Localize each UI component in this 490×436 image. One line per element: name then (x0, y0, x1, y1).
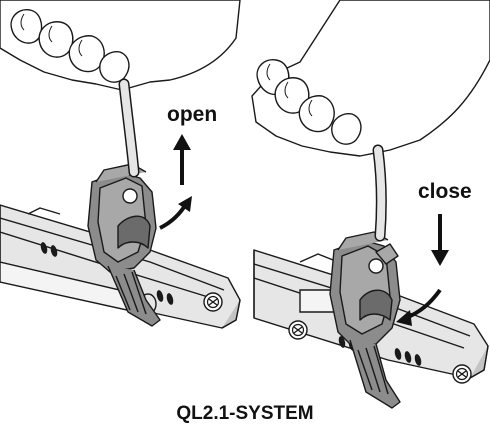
rail-slots-left (40, 242, 174, 305)
screw-icon (452, 364, 472, 384)
pull-cable-left (118, 78, 140, 178)
curved-arrow-icon (396, 288, 442, 326)
left-panel: open (0, 0, 241, 329)
clip-closed (329, 231, 401, 409)
arrow-down-icon (431, 214, 449, 266)
curved-arrow-icon (159, 196, 192, 230)
hand-icon (0, 0, 241, 91)
right-panel: close (251, 0, 490, 409)
diagram-caption: QL2.1-SYSTEM (176, 403, 314, 424)
close-label: close (418, 180, 472, 203)
hand-icon (251, 0, 490, 157)
open-label: open (167, 103, 217, 126)
screw-icon (288, 320, 308, 340)
arrow-up-icon (173, 134, 191, 185)
screw-icon (203, 292, 223, 312)
pull-cable-right (372, 144, 387, 242)
